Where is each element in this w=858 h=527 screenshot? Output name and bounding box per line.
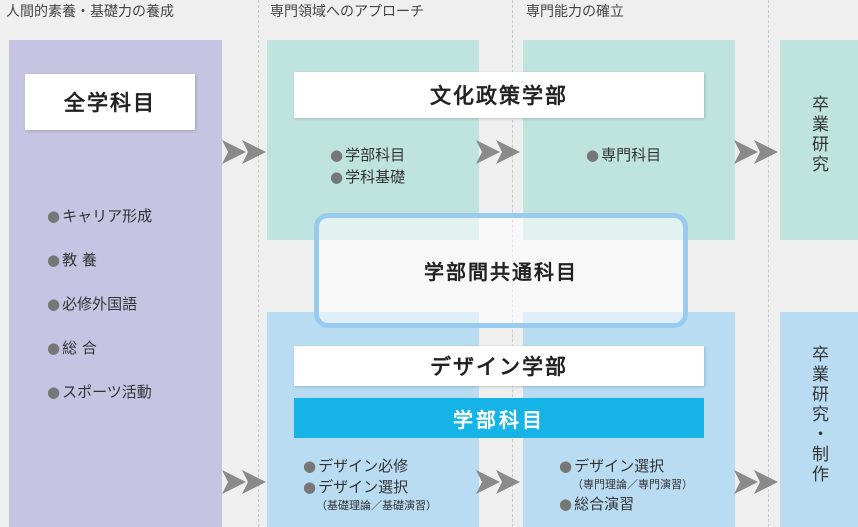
list-item: ●キャリア形成 bbox=[47, 207, 153, 225]
list-item: ●専門科目 bbox=[586, 146, 662, 164]
list-item: ●スポーツ活動 bbox=[47, 383, 152, 401]
bullet-icon: ● bbox=[303, 457, 317, 475]
chevron-right-icon bbox=[476, 140, 520, 164]
general-courses-title: 全学科目 bbox=[25, 74, 195, 130]
header-approach: 専門領域へのアプローチ bbox=[270, 4, 424, 20]
list-item: ●学科基礎 bbox=[330, 168, 406, 186]
bullet-icon: ● bbox=[559, 457, 573, 475]
chevron-right-icon bbox=[476, 470, 520, 494]
design-title: デザイン学部 bbox=[294, 346, 704, 386]
design-graduation-label: 卒業研究・制作 bbox=[808, 345, 828, 485]
bullet-icon: ● bbox=[47, 207, 61, 225]
design-senmon-note: （専門理論／専門演習） bbox=[572, 478, 693, 491]
column-divider bbox=[768, 0, 769, 527]
common-courses-box bbox=[314, 213, 688, 328]
list-item: ●教 養 bbox=[47, 251, 97, 269]
column-divider bbox=[258, 0, 259, 527]
header-foundation: 人間的素養・基礎力の養成 bbox=[6, 4, 174, 20]
bullet-icon: ● bbox=[330, 146, 344, 164]
bunka-approach-panel bbox=[267, 40, 479, 240]
list-item: ●総 合 bbox=[47, 339, 97, 357]
bullet-icon: ● bbox=[47, 339, 61, 357]
list-item: ●デザイン選択 bbox=[303, 478, 409, 496]
bullet-icon: ● bbox=[330, 168, 344, 186]
chevron-right-icon bbox=[734, 470, 778, 494]
list-item: ●デザイン必修 bbox=[303, 457, 409, 475]
chevron-right-icon bbox=[734, 140, 778, 164]
header-establish: 専門能力の確立 bbox=[526, 4, 624, 20]
bunka-graduation-panel bbox=[780, 40, 858, 240]
bunka-title: 文化政策学部 bbox=[294, 72, 704, 118]
design-items-note: （基礎理論／基礎演習） bbox=[316, 499, 437, 512]
bullet-icon: ● bbox=[47, 251, 61, 269]
bunka-senmon-panel bbox=[523, 40, 735, 240]
bullet-icon: ● bbox=[47, 383, 61, 401]
bullet-icon: ● bbox=[586, 146, 600, 164]
design-graduation-panel bbox=[780, 312, 858, 527]
chevron-right-icon bbox=[222, 470, 266, 494]
chevron-right-icon bbox=[222, 140, 266, 164]
list-item: ●総合演習 bbox=[559, 495, 635, 513]
design-subtitle-bar: 学部科目 bbox=[294, 398, 704, 438]
bullet-icon: ● bbox=[47, 295, 61, 313]
common-courses-title: 学部間共通科目 bbox=[424, 260, 578, 284]
list-item: ●デザイン選択 bbox=[559, 457, 665, 475]
list-item: ●必修外国語 bbox=[47, 295, 138, 313]
bullet-icon: ● bbox=[559, 495, 573, 513]
bunka-graduation-label: 卒業研究 bbox=[808, 95, 828, 175]
list-item: ●学部科目 bbox=[330, 146, 406, 164]
bullet-icon: ● bbox=[303, 478, 317, 496]
